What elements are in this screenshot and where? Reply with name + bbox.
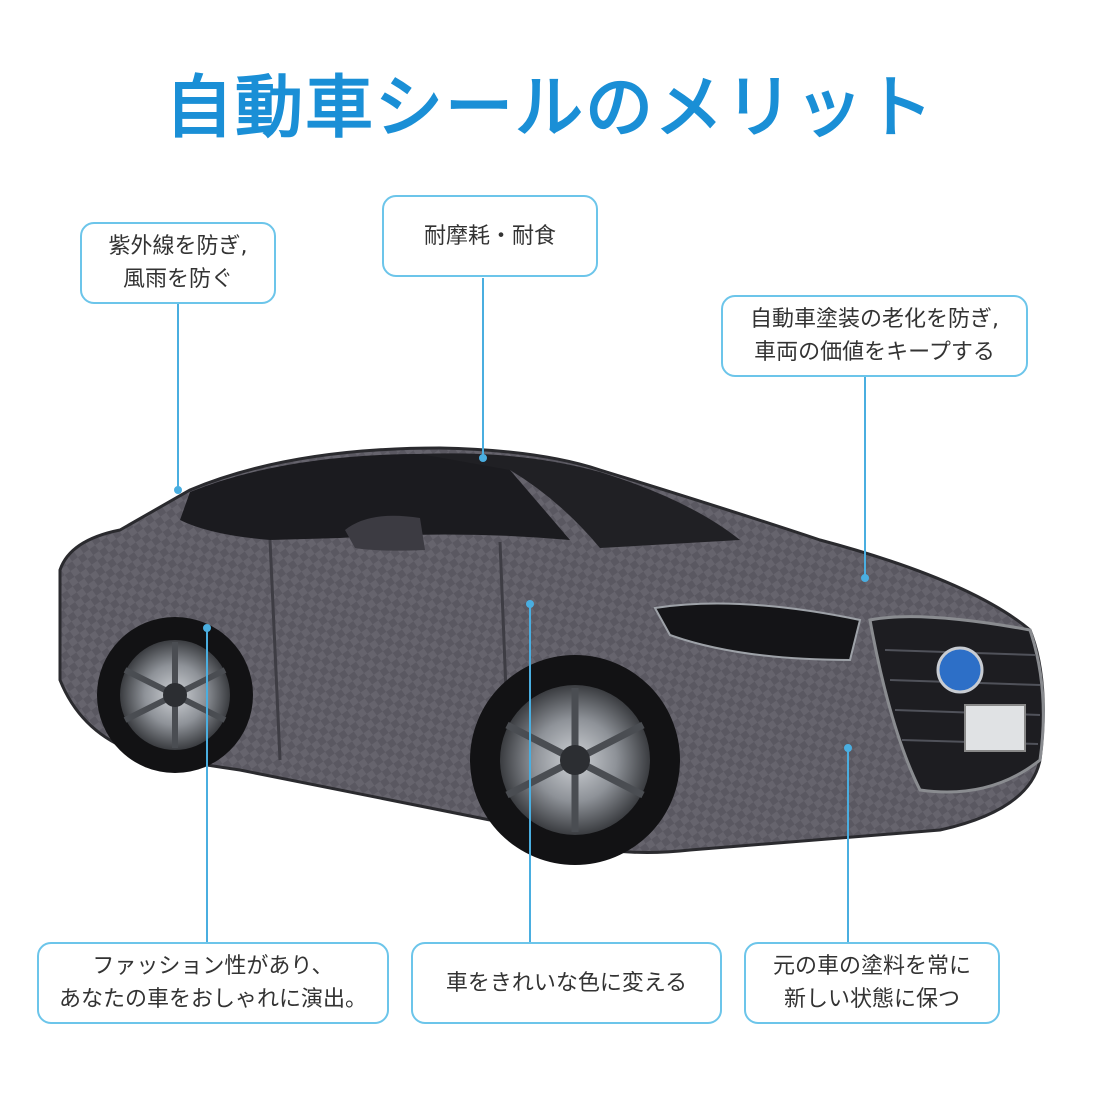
page-title: 自動車シールのメリット (164, 69, 935, 148)
car-windshield (420, 453, 740, 548)
callout-fashion: ファッション性があり、 あなたの車をおしゃれに演出。 (37, 942, 389, 1024)
car-emblem (936, 646, 984, 694)
car-windows (180, 453, 570, 540)
car-body (58, 446, 1045, 854)
callout-uv-weather: 紫外線を防ぎ, 風雨を防ぐ (80, 222, 276, 304)
side-mirror (345, 515, 425, 551)
callout-beautiful-color: 車をきれいな色に変える (411, 942, 722, 1024)
car-illustration (58, 446, 1045, 865)
headlight (653, 602, 862, 662)
callout-wear-resistance: 耐摩耗・耐食 (382, 195, 598, 277)
license-plate (964, 704, 1026, 752)
callout-keep-new: 元の車の塗料を常に 新しい状態に保つ (744, 942, 1000, 1024)
callout-paint-aging: 自動車塗装の老化を防ぎ, 車両の価値をキープする (721, 295, 1028, 377)
